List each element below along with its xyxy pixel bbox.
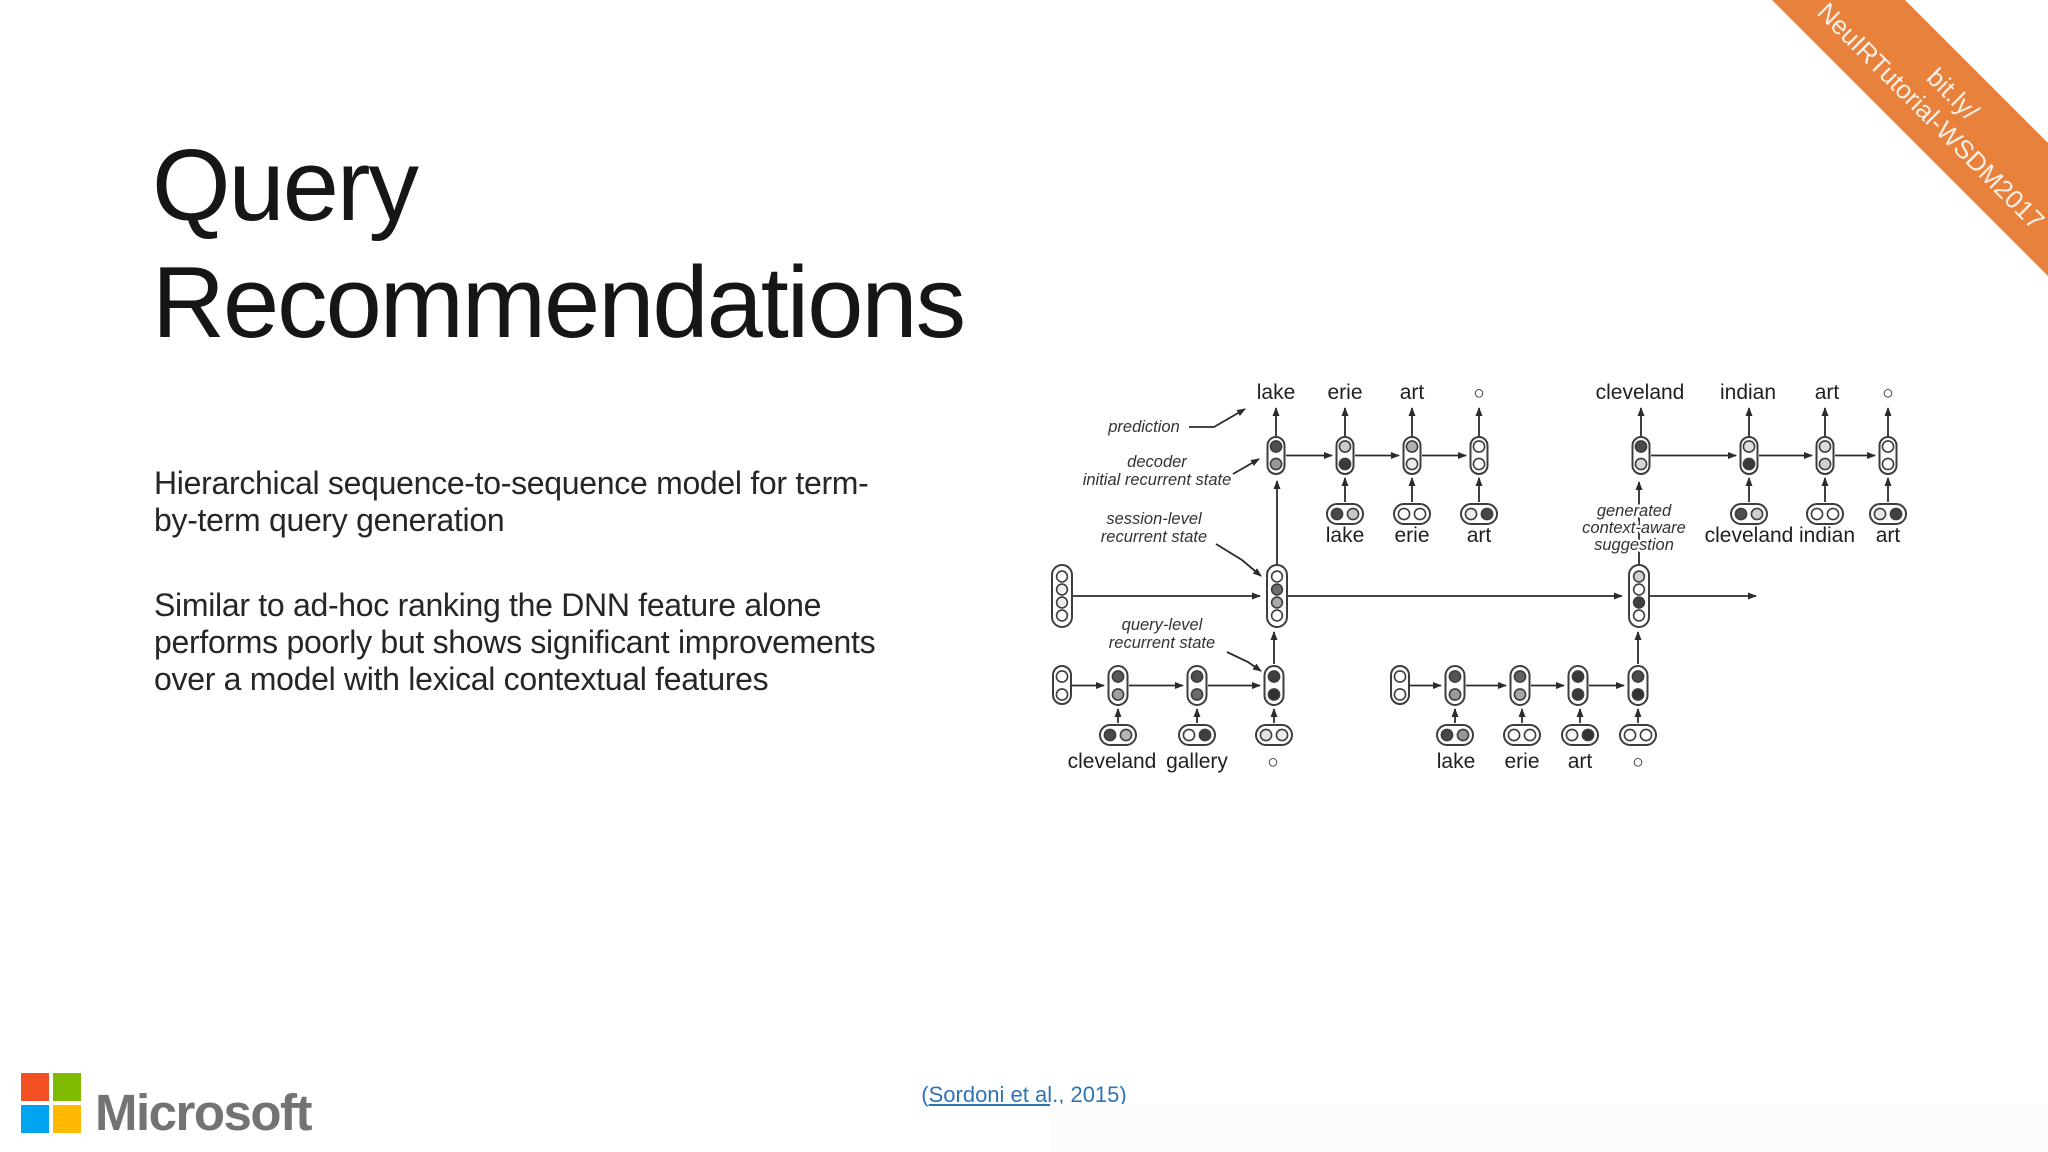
annotation-query-line2: recurrent state xyxy=(1109,634,1215,652)
session-initial-state-node xyxy=(1051,564,1073,628)
session-state-node-1 xyxy=(1266,564,1288,628)
decoder2-cell-3 xyxy=(1815,436,1835,475)
encoder1-input-eos: ○ xyxy=(1267,752,1278,773)
decoder2-output-word-2: indian xyxy=(1720,381,1776,404)
decoder1-input-word-1: lake xyxy=(1326,524,1365,547)
citation-close-paren: ) xyxy=(1119,1082,1127,1107)
citation-link[interactable]: Sordoni et al., 2015 xyxy=(928,1082,1120,1107)
annotation-arrows xyxy=(1189,408,1262,672)
annotation-generated-line3: suggestion xyxy=(1594,536,1674,554)
decoder1-cell-1 xyxy=(1266,436,1286,475)
encoder2-arrows xyxy=(1410,631,1642,723)
encoder2-embedding-4 xyxy=(1619,724,1657,746)
encoder1-arrows xyxy=(1072,631,1278,723)
decoder2-embedding-2 xyxy=(1806,503,1844,525)
annotation-query-line1: query-level xyxy=(1122,616,1204,634)
logo-square-yellow xyxy=(53,1105,81,1133)
annotation-session-line2: recurrent state xyxy=(1101,528,1207,546)
ribbon-band xyxy=(1772,0,2048,276)
session-state-node-2 xyxy=(1628,564,1650,628)
encoder2-embedding-3 xyxy=(1561,724,1599,746)
decoder2-input-word-3: art xyxy=(1876,524,1901,547)
annotation-decoder-line1: decoder xyxy=(1127,453,1188,471)
decoder2-input-word-1: cleveland xyxy=(1705,524,1794,547)
decoder1-cell-4 xyxy=(1469,436,1489,475)
decoder2-output-eos: ○ xyxy=(1882,383,1893,404)
encoder2-input-eos: ○ xyxy=(1632,752,1643,773)
logo-square-red xyxy=(21,1073,49,1101)
decoder2-embedding-3 xyxy=(1869,503,1907,525)
decoder1-output-word-3: art xyxy=(1400,381,1425,404)
encoder1-cell-1 xyxy=(1107,665,1129,706)
decoder1-embedding-3 xyxy=(1460,503,1498,525)
session-level-backbone xyxy=(1073,480,1757,600)
decoder2-arrows xyxy=(1637,407,1892,502)
microsoft-wordmark: Microsoft xyxy=(95,1084,313,1141)
microsoft-logo-icon xyxy=(21,1073,81,1133)
encoder2-cell-3 xyxy=(1567,665,1589,706)
hierarchical-seq2seq-figure: lake erie art ○ lake erie art xyxy=(1051,381,1907,773)
decoder2-cell-1 xyxy=(1631,436,1651,475)
encoder2-cell-1 xyxy=(1444,665,1466,706)
citation-open-paren: ( xyxy=(921,1082,929,1107)
encoder2-cell-4 xyxy=(1627,665,1649,706)
annotation-prediction: prediction xyxy=(1107,418,1180,436)
encoder1-input-word-2: gallery xyxy=(1166,750,1228,773)
decoder2-cell-2 xyxy=(1739,436,1759,475)
decoder1-embedding-2 xyxy=(1393,503,1431,525)
encoder2-embedding-1 xyxy=(1436,724,1474,746)
decoder2-input-word-2: indian xyxy=(1799,524,1855,547)
corner-ribbon: bit.ly/ NeuIRTutorial-WSDM2017 xyxy=(1772,0,2048,276)
encoder2-input-word-1: lake xyxy=(1437,750,1476,773)
encoder1-input-word-1: cleveland xyxy=(1068,750,1157,773)
decoder1-input-word-2: erie xyxy=(1394,524,1429,547)
citation: (Sordoni et al., 2015) xyxy=(0,1082,2048,1108)
annotation-decoder-line2: initial recurrent state xyxy=(1083,471,1232,489)
decoder1-cell-2 xyxy=(1335,436,1355,475)
decoder1-output-word-1: lake xyxy=(1257,381,1296,404)
page-title: Query Recommendations xyxy=(152,130,966,359)
decoder1-input-word-3: art xyxy=(1467,524,1492,547)
encoder1-embedding-1 xyxy=(1099,724,1137,746)
encoder1-embedding-3 xyxy=(1255,724,1293,746)
encoder2-input-word-2: erie xyxy=(1504,750,1539,773)
logo-square-green xyxy=(53,1073,81,1101)
encoder1-initial-state-node xyxy=(1052,665,1072,705)
decoder2-embedding-1 xyxy=(1730,503,1768,525)
decoder2-output-word-3: art xyxy=(1815,381,1840,404)
logo-square-blue xyxy=(21,1105,49,1133)
annotation-generated-line1: generated xyxy=(1597,502,1672,520)
encoder2-initial-state-node xyxy=(1390,665,1410,705)
encoder1-embedding-2 xyxy=(1178,724,1216,746)
encoder2-cell-2 xyxy=(1509,665,1531,706)
encoder1-cell-2 xyxy=(1186,665,1208,706)
decoder2-output-word-1: cleveland xyxy=(1596,381,1685,404)
decoder1-output-word-2: erie xyxy=(1327,381,1362,404)
decoder1-cell-3 xyxy=(1402,436,1422,475)
encoder2-input-word-3: art xyxy=(1568,750,1593,773)
decoder1-embedding-1 xyxy=(1326,503,1364,525)
bottom-band xyxy=(1050,1104,2048,1152)
decoder1-output-eos: ○ xyxy=(1473,383,1484,404)
body-paragraph-1: Hierarchical sequence-to-sequence model … xyxy=(154,465,869,538)
decoder1-output-arrows xyxy=(1272,407,1483,502)
annotation-session-line1: session-level xyxy=(1106,510,1203,528)
encoder2-embedding-2 xyxy=(1503,724,1541,746)
body-paragraph-2: Similar to ad-hoc ranking the DNN featur… xyxy=(154,587,876,697)
decoder2-cell-4 xyxy=(1878,436,1898,475)
annotation-generated-line2: context-aware xyxy=(1582,519,1686,537)
encoder1-cell-3 xyxy=(1263,665,1285,706)
